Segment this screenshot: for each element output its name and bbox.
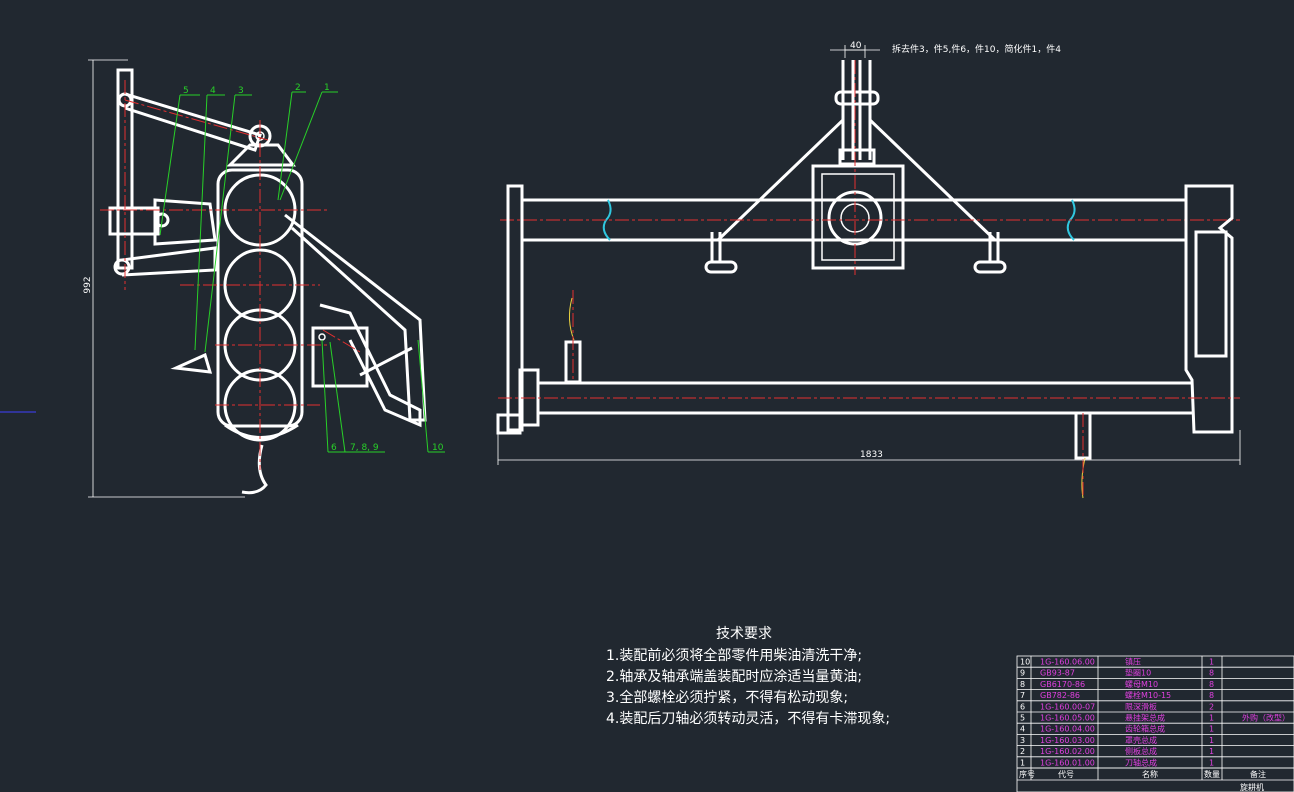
balloon-3: 3: [238, 86, 244, 96]
bom-cell-code: 1G-160.00-07: [1040, 702, 1095, 711]
bom-cell-code: GB93-87: [1040, 669, 1075, 678]
hitch-braces: [716, 118, 997, 242]
top-link: [124, 92, 262, 152]
depth-skid-plate: [311, 326, 369, 388]
bom-cell-qty: 1: [1209, 736, 1214, 745]
removal-note: 拆去件3，件5,件6，件10，简化件1，件4: [892, 43, 1061, 55]
bom-cell-name: 螺母M10: [1125, 679, 1158, 689]
technical-requirements: 技术要求 1.装配前必须将全部零件用柴油清洗干净; 2.轴承及轴承端盖装配时应涂…: [606, 626, 890, 727]
bom-header-qty: 数量: [1204, 769, 1220, 779]
bom-cell-name: 限深滑板: [1125, 701, 1157, 711]
tech-req-title: 技术要求: [716, 626, 772, 642]
bom-cell-qty: 1: [1209, 725, 1214, 734]
bom-cell-code: 1G-160.02.00: [1040, 747, 1095, 756]
tech-req-item-4: 4.装配后刀轴必须转动灵活，不得有卡滞现象;: [606, 710, 890, 727]
bom-cell-no: 1: [1020, 758, 1025, 767]
main-beam: [500, 198, 1240, 242]
balloon-2: 2: [295, 83, 301, 93]
bom-header-name: 名称: [1142, 769, 1158, 779]
bom-cell-no: 3: [1020, 736, 1025, 745]
tech-req-item-3: 3.全部螺栓必须拧紧，不得有松动现象;: [606, 689, 848, 706]
bom-cell-code: 1G-160.06.00: [1040, 658, 1095, 667]
right-chain-case: [1184, 184, 1234, 434]
bom-cell-name: 螺栓M10-15: [1125, 690, 1171, 700]
tech-req-item-1: 1.装配前必须将全部零件用柴油清洗干净;: [606, 647, 862, 664]
bom-cell-qty: 8: [1209, 691, 1214, 700]
lower-link: [121, 246, 217, 277]
bom-cell-qty: 2: [1209, 702, 1214, 711]
bom-cell-name: 镇压: [1125, 657, 1141, 667]
bom-cell-no: 7: [1020, 691, 1025, 700]
bom-cell-no: 10: [1020, 658, 1030, 667]
depth-skid: [319, 303, 422, 428]
bom-cell-name: 罩壳总成: [1125, 735, 1157, 745]
balloon-1: 1: [324, 83, 330, 93]
part-leaders-top: 5 4 3 2 1: [159, 83, 338, 353]
gearbox: [811, 164, 905, 270]
bom-cell-name: 侧板总成: [1125, 746, 1157, 756]
bom-cell-note: 外购（改型）: [1242, 713, 1290, 723]
bom-cell-qty: 8: [1209, 669, 1214, 678]
bom-cell-code: 1G-160.03.00: [1040, 736, 1095, 745]
hitch-mast: [841, 60, 872, 160]
bom-cell-code: 1G-160.05.00: [1040, 714, 1095, 723]
balloon-7-8-9: 7, 8, 9: [350, 443, 379, 453]
side-view: 992: [83, 59, 445, 498]
bom-cell-code: GB6170-86: [1040, 680, 1085, 689]
bom-cell-no: 9: [1020, 669, 1025, 678]
bom-cell-name: 悬挂架总成: [1125, 713, 1165, 723]
bom-cell-name: 垫圈10: [1125, 668, 1151, 678]
rear-shield: [284, 213, 427, 422]
bom-cell-code: 1G-160.04.00: [1040, 725, 1095, 734]
left-side-plate: [506, 184, 524, 432]
balloon-10: 10: [432, 443, 444, 453]
bom-cell-no: 5: [1020, 714, 1025, 723]
balloon-5: 5: [183, 86, 189, 96]
hitch-dim-text: 40: [850, 41, 862, 51]
bom-cell-no: 4: [1020, 725, 1025, 734]
bom-cell-qty: 1: [1209, 714, 1214, 723]
tech-req-item-2: 2.轴承及轴承端盖装配时应涂适当量黄油;: [606, 668, 862, 685]
balloon-4: 4: [210, 86, 216, 96]
bom-cell-name: 齿轮箱总成: [1125, 724, 1165, 734]
bom-header-note: 备注: [1250, 769, 1266, 779]
bom-cell-no: 2: [1020, 747, 1025, 756]
bom-cell-code: GB782-86: [1040, 691, 1080, 700]
bom-cell-qty: 8: [1209, 680, 1214, 689]
bom-cell-name: 刀轴总成: [1125, 757, 1157, 767]
bom-header-no: 序号: [1019, 769, 1035, 779]
bom-cell-no: 8: [1020, 680, 1025, 689]
width-dim-text: 1833: [860, 450, 883, 460]
hitch-post: [116, 68, 134, 270]
bom-header-code: 代号: [1058, 769, 1074, 779]
bom-cell-no: 6: [1020, 702, 1025, 711]
height-dim-text: 992: [83, 276, 93, 293]
rotor-shaft: [498, 381, 1240, 415]
front-view: 40 拆去件3，件5,件6，件10，简化件1，件4: [496, 41, 1241, 499]
bom-cell-qty: 1: [1209, 658, 1214, 667]
pto-shaft: [153, 198, 217, 246]
bom-cell-code: 1G-160.01.00: [1040, 758, 1095, 767]
part-leaders-bottom: 6 7, 8, 9 10: [321, 339, 445, 453]
balloon-6: 6: [331, 443, 337, 453]
bom-footer-text: 旋耕机: [1240, 782, 1264, 792]
gearbox-top: [226, 143, 296, 167]
bom-cell-qty: 1: [1209, 747, 1214, 756]
bom-cell-qty: 1: [1209, 758, 1214, 767]
